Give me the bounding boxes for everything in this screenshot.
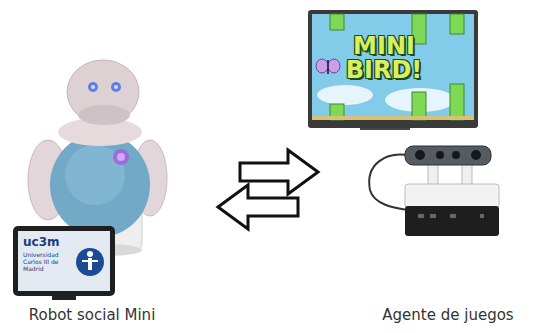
robot-eye-light bbox=[114, 85, 118, 89]
robot-mouth bbox=[78, 105, 130, 125]
game-ground bbox=[312, 116, 474, 120]
camera-lens bbox=[436, 151, 444, 159]
game-pipe bbox=[450, 84, 464, 120]
mini-pc-port bbox=[480, 214, 484, 218]
tablet-illustration bbox=[13, 226, 115, 300]
camera-lens bbox=[471, 150, 481, 160]
node-caption: Robot social Mini bbox=[0, 306, 184, 324]
game-agent-hardware bbox=[369, 146, 499, 236]
uc3m-logo-figure bbox=[87, 251, 93, 257]
robot-heart-light bbox=[117, 153, 125, 161]
game-butterfly bbox=[328, 59, 340, 73]
uc3m-logo-figure bbox=[88, 258, 92, 270]
camera-lens bbox=[415, 150, 425, 160]
hollow-arrow bbox=[218, 185, 298, 229]
monitor-illustration bbox=[308, 10, 478, 130]
tablet-logo-text: uc3m bbox=[23, 236, 73, 248]
mini-pc-body bbox=[405, 206, 499, 236]
node-caption: Agente de juegos bbox=[348, 306, 536, 324]
tablet-logo-text: Universidad Carlos III de Madrid bbox=[23, 252, 69, 273]
depth-camera bbox=[405, 146, 491, 165]
hollow-arrow bbox=[240, 150, 318, 194]
camera-post bbox=[428, 162, 438, 186]
robot-eye bbox=[88, 82, 98, 92]
game-cloud bbox=[317, 85, 373, 105]
uc3m-logo-figure bbox=[82, 260, 98, 262]
tablet-frame bbox=[13, 226, 115, 296]
tablet-screen bbox=[18, 231, 110, 291]
robot-heart-light bbox=[113, 149, 129, 165]
game-title: MINI BIRD! bbox=[336, 34, 432, 82]
game-pipe bbox=[412, 92, 426, 120]
monitor-frame bbox=[308, 10, 478, 128]
robot-body bbox=[50, 133, 150, 237]
uc3m-logo bbox=[76, 248, 104, 276]
robot-eye-light bbox=[91, 85, 95, 89]
mini-pc-port bbox=[450, 214, 456, 218]
illustrated-node: Robot social Mini bbox=[0, 40, 218, 333]
mini-pc-port bbox=[430, 214, 436, 218]
game-butterfly bbox=[316, 59, 328, 73]
mini-pc-top bbox=[405, 184, 499, 208]
game-pipe bbox=[330, 14, 344, 30]
mini-pc-port bbox=[418, 214, 424, 218]
game-pipe bbox=[450, 14, 464, 34]
robot-eye bbox=[111, 82, 121, 92]
game-sky bbox=[312, 14, 474, 120]
game-butterfly bbox=[327, 60, 329, 74]
camera-post bbox=[462, 162, 472, 186]
illustrated-node: Agente de juegos bbox=[312, 5, 534, 333]
camera-lens bbox=[452, 151, 460, 159]
robot-head bbox=[67, 60, 139, 124]
